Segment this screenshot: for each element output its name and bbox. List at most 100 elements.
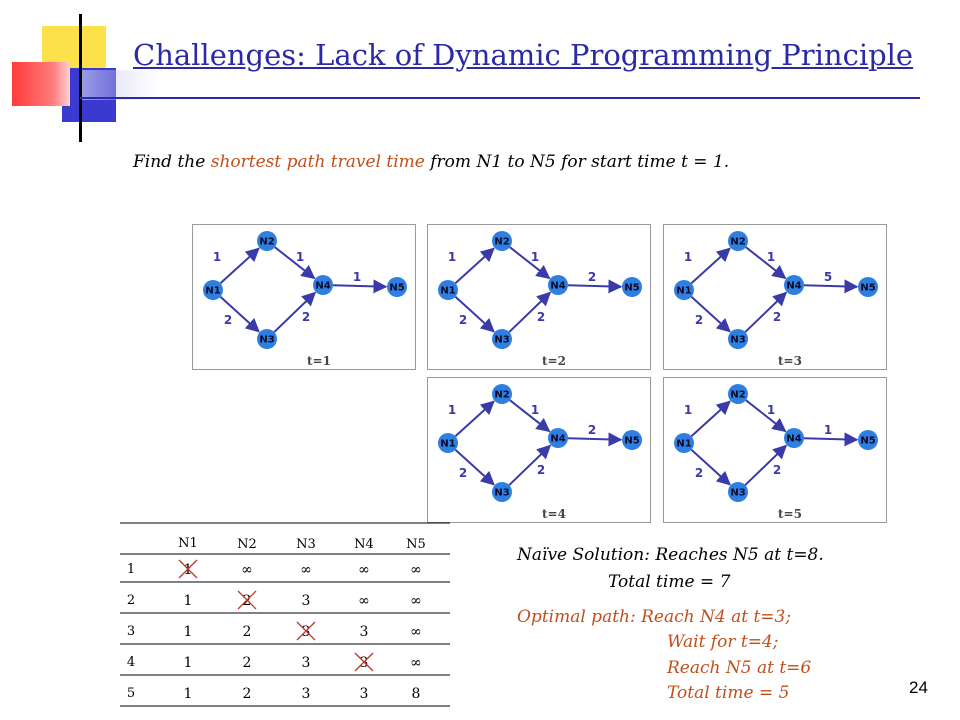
optimal-path-line4: Total time = 5	[667, 683, 790, 703]
edge-weight-n1-n3: 2	[695, 313, 703, 327]
edge-n2-n4	[274, 246, 316, 280]
node-label: N1	[676, 286, 691, 297]
edge-weight-n1-n2: 1	[448, 403, 456, 417]
edge-weight-n3-n4: 2	[773, 310, 781, 324]
node-n5: N5	[622, 430, 642, 450]
edge-weight-n2-n4: 1	[296, 250, 304, 264]
table-cell: 3	[360, 655, 369, 671]
table-row-label: 5	[127, 686, 135, 701]
optimal-path-line1: Optimal path: Reach N4 at t=3;	[517, 607, 792, 627]
edge-weight-n4-n5: 1	[353, 270, 361, 284]
node-label: N4	[315, 281, 330, 292]
node-n2: N2	[492, 231, 512, 251]
edge-weight-n4-n5: 2	[588, 423, 596, 437]
table-cell: 3	[302, 655, 311, 671]
node-n4: N4	[784, 428, 804, 448]
table-header: N5	[406, 537, 426, 552]
table-header: N2	[237, 537, 257, 552]
edge-n4-n5	[803, 279, 859, 294]
node-label: N5	[860, 283, 875, 294]
node-n3: N3	[492, 482, 512, 502]
panel-caption: t=4	[542, 507, 566, 521]
edge-n3-n4	[508, 444, 552, 486]
node-label: N3	[494, 335, 509, 346]
edge-weight-n3-n4: 2	[773, 463, 781, 477]
table-cell: ∞	[358, 593, 370, 609]
edge-n1-n3	[690, 295, 731, 333]
table-cell: ∞	[241, 562, 253, 578]
table-cell: 3	[360, 624, 369, 640]
decor-red-square	[12, 62, 70, 106]
node-n2: N2	[492, 384, 512, 404]
table-cell: 8	[412, 686, 421, 702]
edge-n4-n5	[567, 432, 623, 447]
table-cell: 1	[184, 562, 193, 578]
edge-n3-n4	[273, 291, 317, 333]
node-n5: N5	[858, 277, 878, 297]
problem-prefix: Find the	[133, 152, 211, 172]
node-n1: N1	[438, 280, 458, 300]
edge-n2-n4	[745, 246, 787, 280]
edge-n1-n2	[454, 247, 495, 285]
edge-n1-n2	[690, 247, 731, 285]
edge-weight-n3-n4: 2	[537, 310, 545, 324]
edge-weight-n4-n5: 2	[588, 270, 596, 284]
node-n4: N4	[313, 275, 333, 295]
problem-highlight: shortest path travel time	[210, 152, 425, 172]
node-label: N3	[494, 488, 509, 499]
optimal-path-line2: Wait for t=4;	[667, 632, 779, 652]
naive-solution-line2: Total time = 7	[608, 572, 731, 592]
panel-caption: t=3	[778, 354, 802, 368]
table-cell: 1	[184, 655, 193, 671]
edge-n3-n4	[744, 291, 788, 333]
node-n2: N2	[728, 231, 748, 251]
cross-mark	[354, 652, 374, 672]
edge-weight-n4-n5: 1	[824, 423, 832, 437]
table-row-label: 1	[127, 562, 135, 577]
node-n5: N5	[387, 277, 407, 297]
table-cell: 2	[243, 655, 252, 671]
node-label: N1	[440, 439, 455, 450]
edge-weight-n1-n2: 1	[213, 250, 221, 264]
edge-n4-n5	[803, 432, 859, 447]
node-n1: N1	[203, 280, 223, 300]
node-label: N5	[860, 436, 875, 447]
node-n5: N5	[858, 430, 878, 450]
problem-suffix: from N1 to N5 for start time t = 1.	[424, 152, 730, 172]
optimal-path-line3: Reach N5 at t=6	[667, 658, 812, 678]
node-label: N3	[730, 488, 745, 499]
table-cell: 3	[302, 686, 311, 702]
edge-n1-n2	[690, 400, 731, 438]
edge-weight-n1-n2: 1	[684, 250, 692, 264]
edge-weight-n1-n2: 1	[684, 403, 692, 417]
table-row-label: 3	[127, 624, 135, 639]
decor-fade-band	[80, 70, 160, 100]
node-n1: N1	[438, 433, 458, 453]
node-label: N2	[730, 237, 745, 248]
decor-vertical-line	[79, 14, 82, 142]
node-n3: N3	[257, 329, 277, 349]
node-n4: N4	[784, 275, 804, 295]
naive-solution-line1: Naïve Solution: Reaches N5 at t=8.	[517, 545, 824, 565]
panel-caption: t=1	[307, 354, 331, 368]
table-cell: ∞	[410, 593, 422, 609]
node-label: N5	[624, 283, 639, 294]
edge-n1-n3	[690, 448, 731, 486]
node-label: N3	[730, 335, 745, 346]
panel-caption: t=2	[542, 354, 566, 368]
table-header: N4	[354, 537, 374, 552]
table-cell: ∞	[410, 655, 422, 671]
table-header: N3	[296, 537, 316, 552]
node-label: N2	[730, 390, 745, 401]
table-cell: ∞	[410, 562, 422, 578]
node-label: N5	[624, 436, 639, 447]
table-cell: ∞	[358, 562, 370, 578]
edge-n1-n2	[219, 247, 260, 285]
cross-mark	[296, 621, 316, 641]
